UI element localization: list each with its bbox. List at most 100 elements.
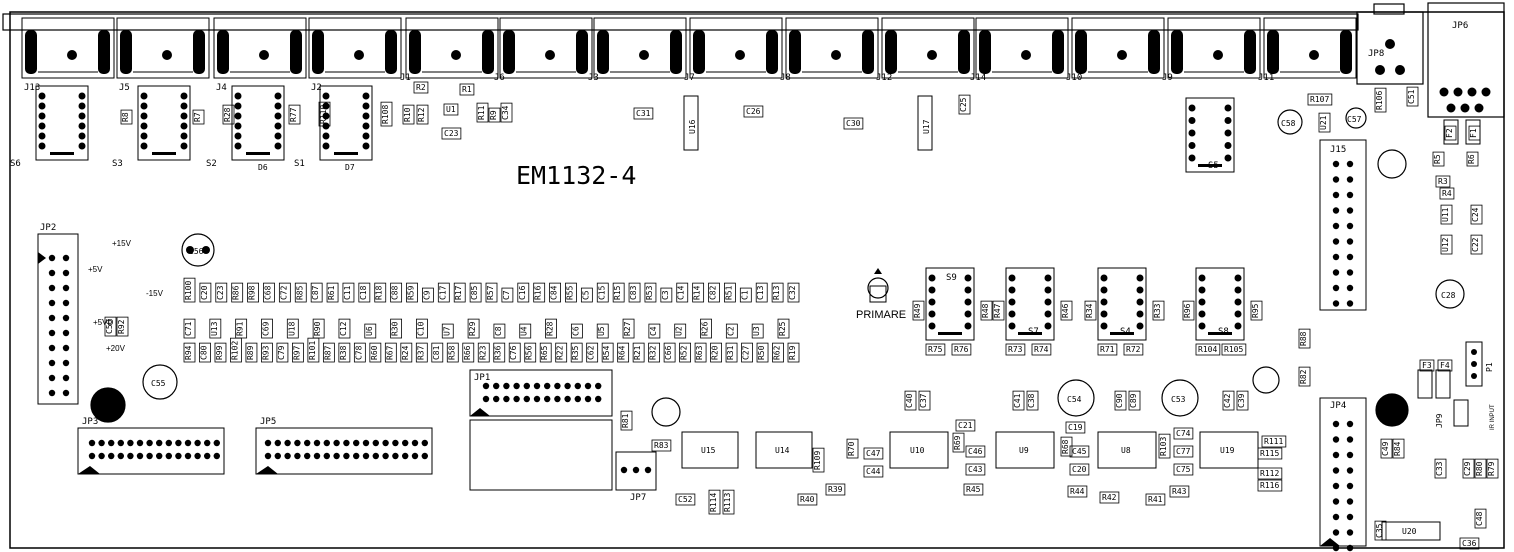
header-pin: [323, 452, 330, 460]
socket-pin: [1044, 322, 1052, 330]
part-label: R60: [370, 345, 379, 360]
part-label: R46: [1061, 303, 1070, 318]
part-outline: [1236, 390, 1249, 411]
jack-center-pin: [1213, 50, 1223, 60]
part-label: U6: [365, 326, 374, 336]
part-label: R116: [1260, 481, 1279, 490]
part-outline: [533, 282, 546, 303]
socket-pin: [1044, 310, 1052, 318]
part-outline: [724, 282, 736, 303]
fuse-body: [1435, 369, 1451, 399]
header-pin: [62, 344, 70, 352]
part-label: F1: [1469, 128, 1478, 138]
part-outline: [700, 318, 712, 339]
socket-pin: [1188, 154, 1196, 162]
part-label: R103: [1159, 437, 1168, 456]
ic-outline: [1381, 521, 1441, 541]
part-outline: [1067, 485, 1088, 498]
part-label: C14: [677, 285, 686, 300]
part-outline: [263, 282, 275, 303]
electrolytic-cap: [181, 233, 215, 267]
part-outline: [1257, 467, 1283, 480]
part-outline: [1182, 300, 1195, 321]
part-label: C23: [444, 129, 459, 138]
part-label: R69: [953, 435, 962, 450]
header-pin: [1332, 529, 1340, 536]
socket-pin: [1234, 274, 1242, 282]
header-pin: [343, 452, 350, 460]
jp6-pin: [1460, 103, 1470, 113]
header-pin: [343, 439, 350, 447]
part-label: U18: [287, 321, 296, 336]
part-outline: [1221, 343, 1247, 356]
part-outline: [1158, 433, 1171, 459]
part-label: R3: [1438, 177, 1448, 186]
p1-outline: [1465, 341, 1483, 387]
socket-pin: [1198, 310, 1206, 318]
socket-pin: [78, 142, 86, 150]
part-label: R65: [540, 345, 549, 360]
header-pin: [1332, 467, 1340, 474]
part-label: R94: [184, 345, 193, 360]
part-label: R19: [788, 345, 797, 360]
part-outline: [1437, 359, 1453, 372]
part-outline: [500, 102, 513, 123]
header-pin: [402, 439, 409, 447]
jack-pin: [766, 30, 778, 74]
header-pin: [1346, 191, 1354, 199]
part-label: R20: [711, 345, 720, 360]
part-outline: [787, 282, 800, 303]
fuse-body: [1443, 119, 1459, 145]
jack-ref: J7: [684, 73, 695, 83]
header-pin: [194, 452, 201, 460]
header-pin: [1346, 269, 1354, 276]
part-label: C16: [518, 285, 527, 300]
part-outline: [1060, 436, 1073, 457]
connector-ref: JP1: [474, 373, 490, 383]
header-pin: [62, 359, 70, 367]
socket-pin: [140, 92, 148, 100]
p1-pin: [1471, 361, 1477, 367]
part-outline: [660, 287, 673, 303]
socket-pin: [234, 122, 242, 130]
part-outline: [965, 445, 986, 458]
socket-pin: [1100, 310, 1108, 318]
header-pin: [595, 382, 602, 390]
part-outline: [1392, 438, 1405, 459]
part-label: R113: [723, 493, 732, 512]
part-label: C51: [1407, 89, 1416, 104]
part-outline: [222, 104, 235, 125]
header-pin: [1346, 420, 1354, 428]
part-label: R41: [1148, 495, 1163, 504]
part-label: R15: [613, 285, 622, 300]
part-outline: [1462, 458, 1475, 479]
part-label: U7: [442, 326, 451, 336]
part-label: C20: [1072, 465, 1087, 474]
connector-ref: J15: [1330, 145, 1346, 155]
part-label: R5: [1433, 154, 1442, 164]
jack-center-pin: [451, 50, 461, 60]
header-pin: [264, 439, 272, 447]
jack-pin: [98, 30, 110, 74]
part-outline: [413, 81, 429, 94]
part-outline: [777, 318, 790, 339]
socket-pin: [1188, 129, 1196, 137]
part-label: R100: [184, 281, 193, 300]
part-outline: [390, 318, 403, 339]
socket-pin: [1100, 274, 1108, 282]
part-label: R2: [416, 83, 426, 92]
part-label: JP6: [1452, 21, 1468, 31]
p1-pin: [1471, 373, 1477, 379]
header-pin: [1346, 160, 1354, 168]
switch-ref: S1: [294, 159, 305, 169]
jack-pin: [862, 30, 874, 74]
part-outline: [1097, 343, 1118, 356]
fuse-body: [1417, 369, 1433, 399]
part-outline: [261, 318, 273, 339]
part-outline: [679, 342, 691, 363]
part-label: R72: [1126, 345, 1141, 354]
part-outline: [1169, 485, 1190, 498]
header-pin: [411, 439, 419, 447]
part-label: R53: [645, 285, 654, 300]
jack-body: [21, 17, 115, 79]
